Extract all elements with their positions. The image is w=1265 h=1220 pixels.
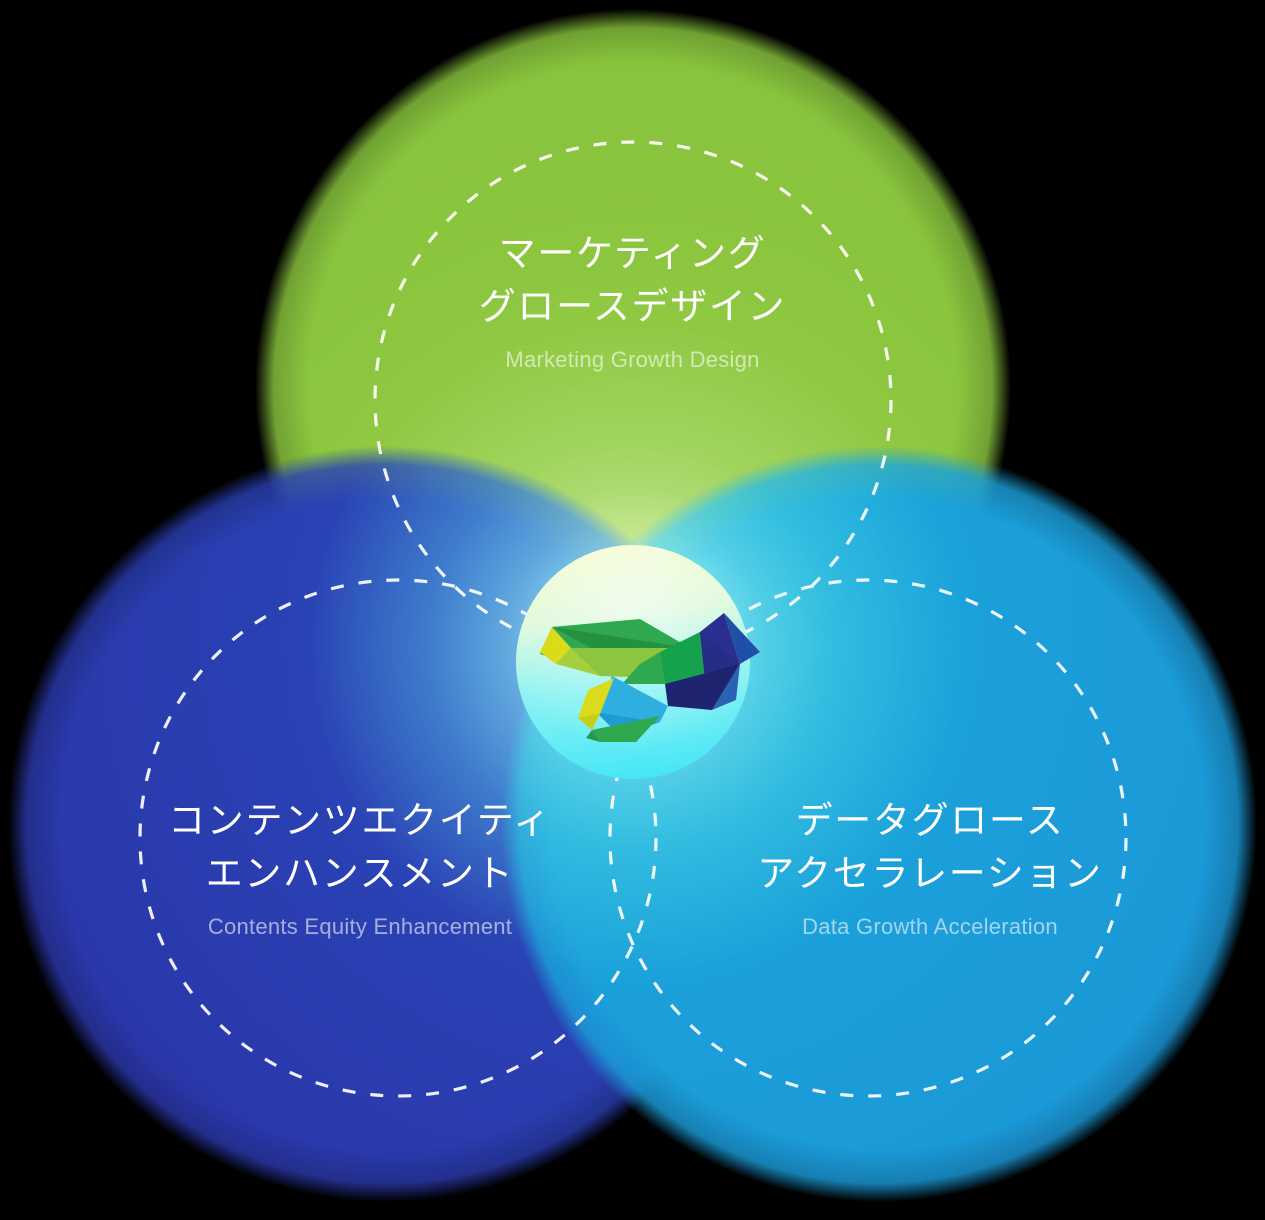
venn-dashed-outlines <box>138 140 1128 1098</box>
dashed-circle-contents <box>138 578 658 1098</box>
center-logo-group <box>516 545 760 779</box>
dashed-circle-data <box>608 578 1128 1098</box>
dashed-circle-marketing <box>373 140 893 660</box>
origami-bird-logo <box>540 613 760 742</box>
